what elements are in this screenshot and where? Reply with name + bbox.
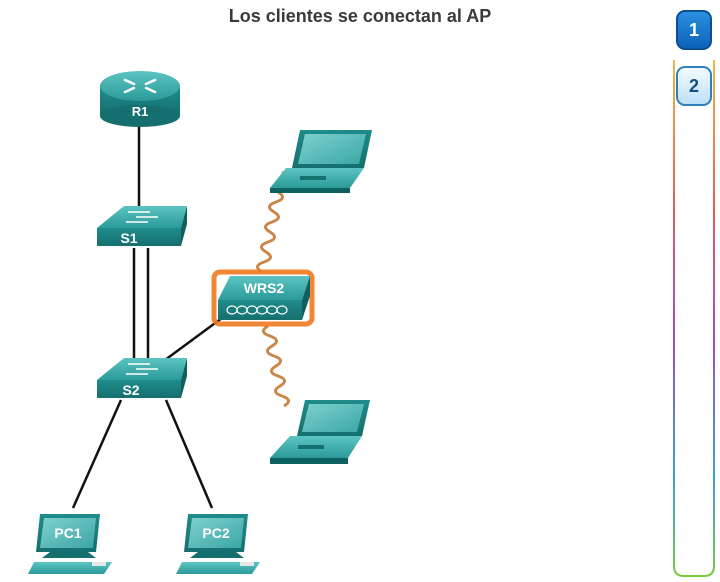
pc2-label: PC2 <box>202 525 229 541</box>
switch-s2-label: S2 <box>122 382 139 398</box>
step-rail <box>673 60 715 577</box>
link-s2-pc1 <box>71 399 123 509</box>
slide-title: Los clientes se conectan al AP <box>228 6 492 26</box>
network-diagram: R1 S1 S2 WRS2 <box>28 71 372 574</box>
wrs2-label: WRS2 <box>244 280 285 296</box>
wireless-router-wrs2[interactable]: WRS2 <box>211 269 315 327</box>
pc2[interactable]: PC2 <box>176 514 260 574</box>
pc1-label: PC1 <box>54 525 81 541</box>
wrs2-antenna-rings <box>226 305 288 315</box>
switch-s1[interactable]: S1 <box>97 206 187 246</box>
step-1-button[interactable]: 1 <box>676 10 712 50</box>
link-s2-wrs2 <box>164 316 223 362</box>
link-s2-pc2 <box>164 399 214 509</box>
laptop-top[interactable] <box>270 130 372 193</box>
wired-links <box>71 120 223 509</box>
step-navigation: 1 2 <box>672 4 716 578</box>
step-2-button[interactable]: 2 <box>676 66 712 106</box>
router-r1[interactable]: R1 <box>100 71 180 127</box>
switch-s1-label: S1 <box>120 230 137 246</box>
laptop-bottom[interactable] <box>270 400 370 464</box>
wireless-link-bottom <box>262 324 290 408</box>
router-r1-label: R1 <box>132 104 149 119</box>
switch-s2[interactable]: S2 <box>97 358 187 398</box>
pc1[interactable]: PC1 <box>28 514 112 574</box>
